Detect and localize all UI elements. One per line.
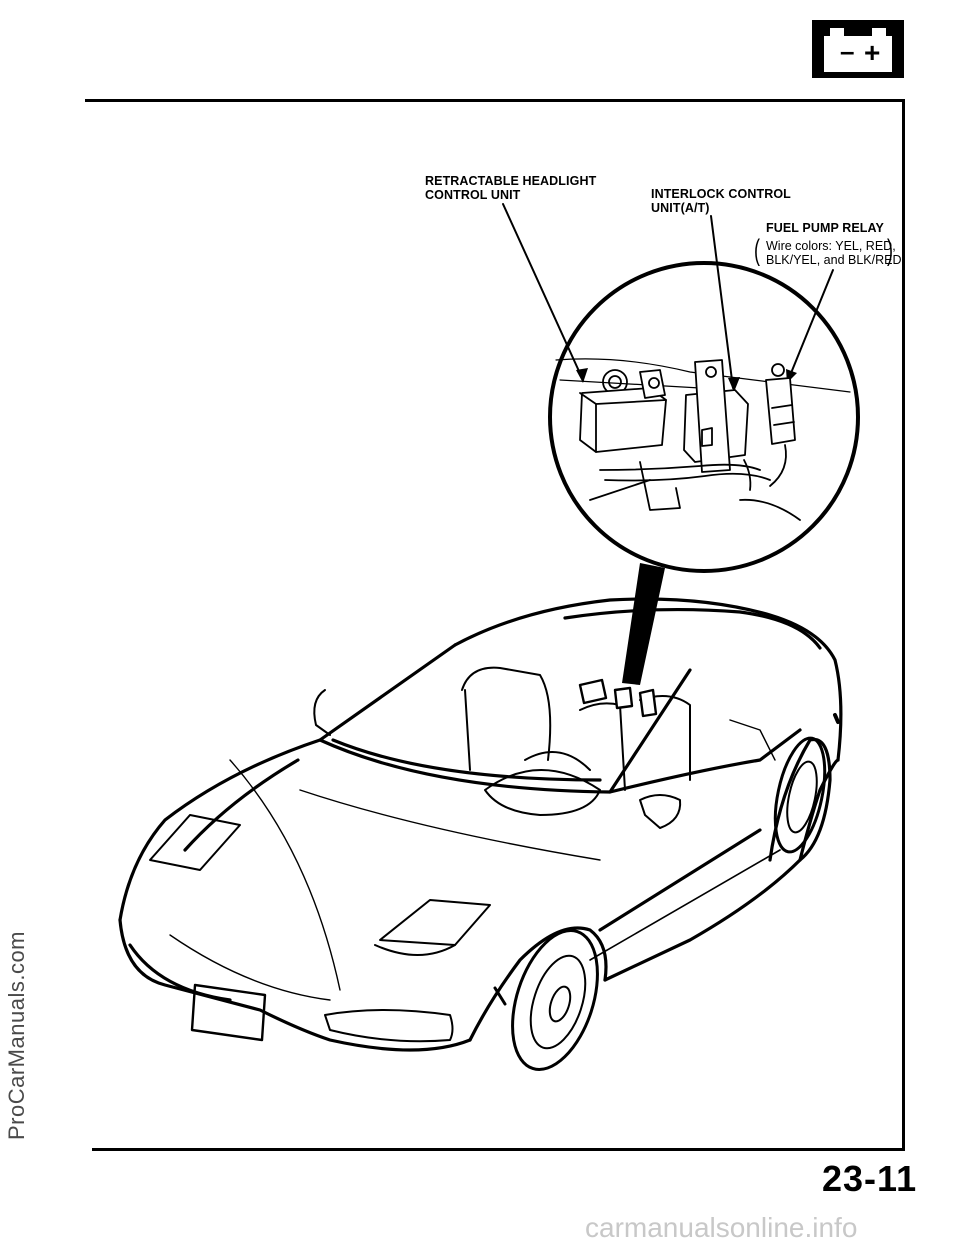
car-details	[149, 666, 840, 1071]
side-watermark: ProCarManuals.com	[4, 931, 324, 1140]
note-close-paren: )	[887, 234, 893, 267]
leader-lines	[502, 203, 834, 392]
headlight-control-unit-label: RETRACTABLE HEADLIGHT CONTROL UNIT	[425, 174, 597, 202]
frame-top-rule	[85, 99, 905, 102]
page-number: 23-11	[822, 1158, 918, 1199]
note-open-paren: (	[754, 234, 760, 267]
detail-contents	[555, 358, 851, 521]
leader-headlight-unit	[502, 203, 584, 381]
magnifier-pointer	[622, 563, 665, 685]
fuel-pump-relay-label: FUEL PUMP RELAY	[766, 221, 884, 235]
frame-bottom-rule	[92, 1148, 905, 1151]
frame-right-rule	[902, 99, 905, 1151]
leader-fuel-pump-relay	[788, 269, 834, 379]
footer-watermark: carmanualsonline.info	[585, 1212, 858, 1243]
battery-plus-sign: +	[864, 37, 880, 68]
fuel-pump-wire-colors-note: Wire colors: YEL, RED, BLK/YEL, and BLK/…	[766, 239, 902, 267]
leader-interlock-unit	[710, 215, 734, 389]
battery-minus-sign: –	[840, 36, 854, 66]
car-body	[118, 597, 843, 1052]
detail-magnifier	[548, 261, 860, 685]
interlock-control-unit-label: INTERLOCK CONTROL UNIT(A/T)	[651, 187, 791, 215]
side-watermark-text: ProCarManuals.com	[4, 930, 29, 1140]
battery-icon: – +	[812, 20, 904, 78]
